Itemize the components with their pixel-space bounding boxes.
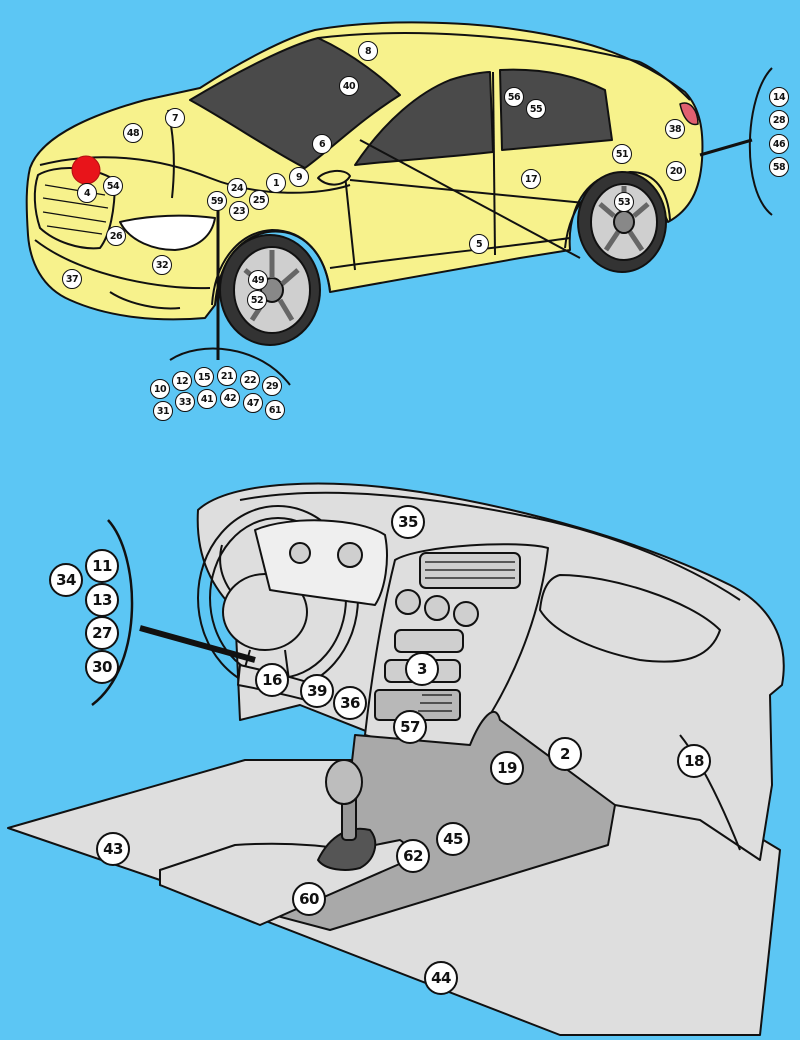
callout-36: 36: [333, 686, 367, 720]
callout-16: 16: [255, 663, 289, 697]
rear-side-window: [499, 68, 613, 151]
callout-27: 27: [85, 616, 119, 650]
callout-49: 49: [248, 270, 268, 290]
callout-31: 31: [153, 401, 173, 421]
front-side-window: [354, 71, 494, 166]
callout-46: 46: [769, 134, 789, 154]
callout-54: 54: [103, 176, 123, 196]
callout-5: 5: [469, 234, 489, 254]
callout-30: 30: [85, 650, 119, 684]
callout-61: 61: [265, 400, 285, 420]
knob-left: [395, 589, 421, 615]
callout-35: 35: [391, 505, 425, 539]
callout-62: 62: [396, 839, 430, 873]
callout-45: 45: [436, 822, 470, 856]
callout-18: 18: [677, 744, 711, 778]
gear-knob: [325, 759, 363, 805]
callout-58: 58: [769, 157, 789, 177]
callout-3: 3: [405, 652, 439, 686]
glove-box: [539, 574, 721, 663]
callout-11: 11: [85, 549, 119, 583]
callout-22: 22: [240, 370, 260, 390]
callout-44: 44: [424, 961, 458, 995]
car-illustration: [25, 21, 704, 346]
callout-32: 32: [152, 255, 172, 275]
callout-60: 60: [292, 882, 326, 916]
callout-57: 57: [393, 710, 427, 744]
callout-41: 41: [197, 389, 217, 409]
callout-24: 24: [227, 178, 247, 198]
callout-34: 34: [49, 563, 83, 597]
exterior-leaders: [169, 67, 773, 386]
callout-8: 8: [358, 41, 378, 61]
callout-28: 28: [769, 110, 789, 130]
taillight: [679, 102, 699, 126]
callout-19: 19: [490, 751, 524, 785]
callout-56: 56: [504, 87, 524, 107]
callout-39: 39: [300, 674, 334, 708]
callout-25: 25: [249, 190, 269, 210]
callout-53: 53: [614, 192, 634, 212]
callout-23: 23: [229, 201, 249, 221]
callout-47: 47: [243, 393, 263, 413]
callout-38: 38: [665, 119, 685, 139]
callout-9: 9: [289, 167, 309, 187]
side-mirror: [317, 170, 351, 186]
interior-leaders: [91, 519, 256, 706]
callout-37: 37: [62, 269, 82, 289]
callout-6: 6: [312, 134, 332, 154]
callout-42: 42: [220, 388, 240, 408]
gear-shifter-boot: [317, 827, 377, 871]
callout-51: 51: [612, 144, 632, 164]
callout-14: 14: [769, 87, 789, 107]
callout-40: 40: [339, 76, 359, 96]
callout-55: 55: [526, 99, 546, 119]
callout-33: 33: [175, 392, 195, 412]
knob-middle: [424, 595, 450, 621]
callout-2: 2: [548, 737, 582, 771]
callout-7: 7: [165, 108, 185, 128]
callout-59: 59: [207, 191, 227, 211]
callout-12: 12: [172, 371, 192, 391]
windshield: [189, 37, 401, 169]
callout-21: 21: [217, 366, 237, 386]
callout-29: 29: [262, 376, 282, 396]
callout-52: 52: [247, 290, 267, 310]
callout-48: 48: [123, 123, 143, 143]
callout-20: 20: [666, 161, 686, 181]
callout-13: 13: [85, 583, 119, 617]
callout-17: 17: [521, 169, 541, 189]
headlight: [119, 214, 216, 251]
callout-15: 15: [194, 367, 214, 387]
callout-4: 4: [77, 183, 97, 203]
callout-43: 43: [96, 832, 130, 866]
callout-1: 1: [266, 173, 286, 193]
instrument-cluster: [254, 519, 388, 606]
callout-26: 26: [106, 226, 126, 246]
callout-10: 10: [150, 379, 170, 399]
rear-wheel: [577, 171, 667, 273]
knob-right: [453, 601, 479, 627]
